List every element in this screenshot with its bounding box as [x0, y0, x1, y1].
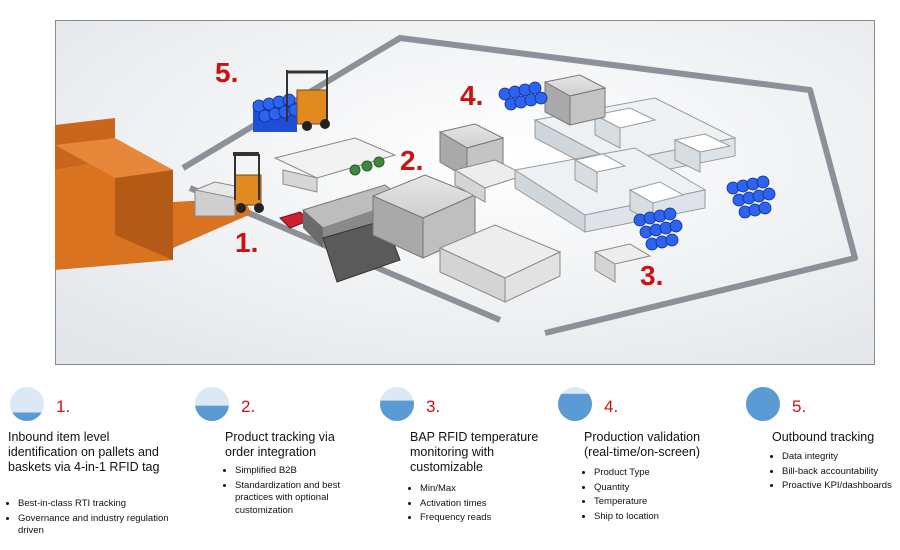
scene-marker-3: 3.	[640, 260, 663, 291]
step-number-5: 5.	[792, 397, 807, 416]
fill-level-5	[746, 387, 780, 421]
container-stack-top	[498, 81, 548, 111]
step-bullets-5: Data integrity Bill-back accountability …	[772, 451, 900, 495]
step-bullet: Temperature	[594, 496, 729, 509]
step-descriptions: 1. Inbound item level identification on …	[0, 385, 900, 550]
step-title-2: Product tracking via order integration	[225, 430, 335, 459]
fill-level-4	[558, 393, 592, 421]
scene-step-markers: 1. 2. 3. 4. 5.	[215, 57, 663, 291]
scene-marker-1: 1.	[235, 227, 258, 258]
step-title-3: BAP RFID temperature monitoring with cus…	[410, 430, 539, 474]
fill-level-icon-4	[558, 387, 592, 421]
forklift-outbound	[252, 70, 330, 132]
scene-marker-2: 2.	[400, 145, 423, 176]
step-bullet: Governance and industry regulation drive…	[18, 513, 183, 538]
basket-rack-small	[593, 243, 652, 283]
step-bullet: Min/Max	[420, 483, 555, 496]
step-bullet: Quantity	[594, 482, 729, 495]
fill-level-icon-1	[10, 387, 44, 421]
inbound-dock	[55, 118, 251, 270]
step-bullet: Bill-back accountability	[782, 466, 900, 479]
step-bullets-1: Best-in-class RTI tracking Governance an…	[8, 498, 183, 540]
step-number-4: 4.	[604, 397, 619, 416]
step-bullet: Activation times	[420, 498, 555, 511]
storage-box	[543, 74, 607, 126]
blue-container-stacks	[498, 81, 776, 251]
step-bullet: Ship to location	[594, 511, 729, 524]
step-bullet: Proactive KPI/dashboards	[782, 480, 900, 493]
step-title-1: Inbound item level identification on pal…	[8, 430, 160, 474]
step-bullets-4: Product Type Quantity Temperature Ship t…	[584, 467, 729, 525]
step-bullet: Data integrity	[782, 451, 900, 464]
step-bullets-2: Simplified B2B Standardization and best …	[225, 465, 370, 519]
step-bullet: Frequency reads	[420, 512, 555, 525]
step-title-5: Outbound tracking	[772, 430, 875, 444]
scene-marker-4: 4.	[460, 80, 483, 111]
step-bullet: Standardization and best practices with …	[235, 480, 370, 518]
step-title-4: Production validation (real-time/on-scre…	[584, 430, 701, 459]
basket-grid-front	[438, 159, 562, 303]
fill-level-1	[10, 412, 44, 421]
processing-unit	[371, 123, 505, 259]
step-bullet: Best-in-class RTI tracking	[18, 498, 183, 511]
container-stack-right	[726, 175, 776, 219]
fill-level-3	[380, 400, 414, 421]
step-number-1: 1.	[56, 397, 71, 416]
fill-level-icon-2	[195, 387, 229, 421]
fill-level-icon-5	[746, 387, 780, 421]
step-bullets-3: Min/Max Activation times Frequency reads	[410, 483, 555, 527]
step-bullet: Simplified B2B	[235, 465, 370, 478]
scene-marker-5: 5.	[215, 57, 238, 88]
step-number-2: 2.	[241, 397, 256, 416]
basket-racks-staging	[273, 137, 397, 193]
forklift-inbound	[193, 152, 264, 217]
step-bullet: Product Type	[594, 467, 729, 480]
container-stack-center	[633, 207, 683, 251]
fill-level-icon-3	[380, 387, 414, 421]
step-number-3: 3.	[426, 397, 441, 416]
fill-level-2	[195, 405, 229, 421]
factory-floor-scene: 1. 2. 3. 4. 5.	[55, 20, 875, 365]
